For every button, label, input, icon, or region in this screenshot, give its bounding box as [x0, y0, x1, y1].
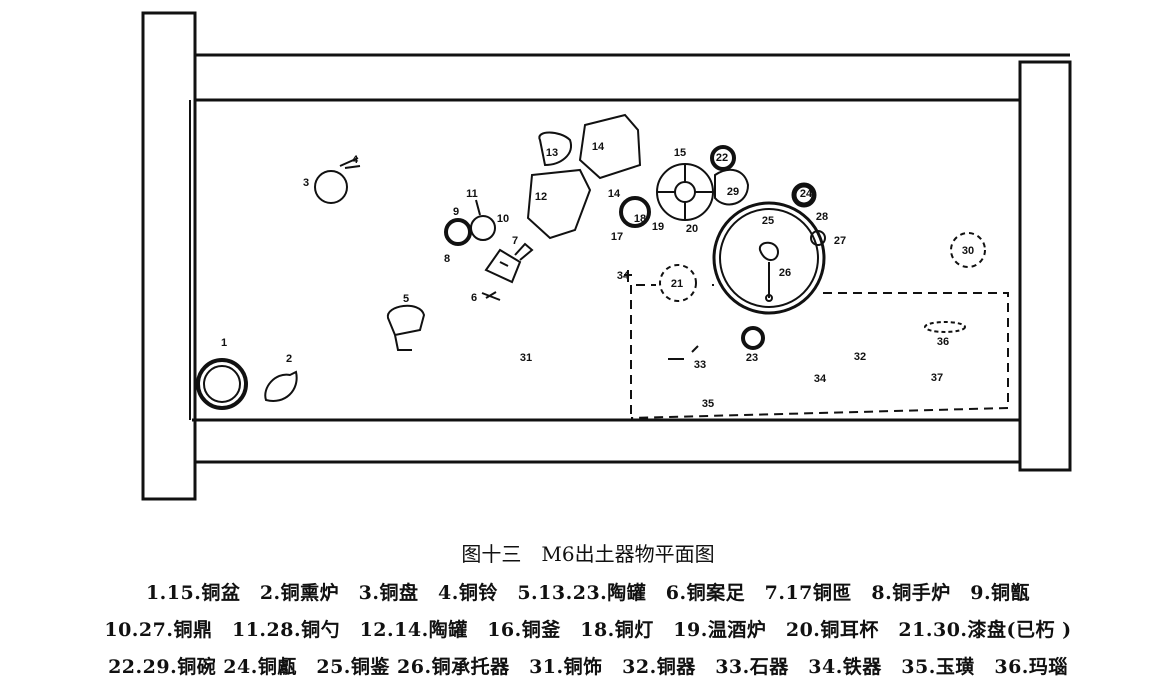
artifact-label: 34 [617, 270, 630, 282]
artifact-label: 25 [762, 215, 774, 227]
artifact-label: 6 [471, 292, 477, 304]
artifact-label: 9 [453, 206, 459, 218]
right-post [1018, 60, 1072, 472]
artifact-label: 14 [608, 188, 621, 200]
artifact-label: 20 [686, 223, 698, 235]
artifact-label: 37 [931, 372, 943, 384]
legend-line-3: 22.29.铜碗 24.铜甗 25.铜鉴 26.铜承托器 31.铜饰 32.铜器… [108, 656, 1068, 678]
artifact-label: 4 [352, 154, 359, 166]
artifact-label: 18 [634, 213, 646, 225]
artifact-label: 29 [727, 186, 739, 198]
artifact-label: 26 [779, 267, 791, 279]
artifact-label: 21 [671, 278, 683, 290]
artifact-label: 27 [834, 235, 846, 247]
artifact-label: 23 [746, 352, 758, 364]
artifact-label: 5 [403, 293, 409, 305]
artifact-label: 10 [497, 213, 509, 225]
artifact-label: 1 [221, 337, 227, 349]
legend-line-2: 10.27.铜鼎 11.28.铜勺 12.14.陶罐 16.铜釜 18.铜灯 1… [104, 619, 1072, 641]
artifact-label: 17 [611, 231, 623, 243]
artifact-label: 31 [520, 352, 532, 364]
artifact-label: 13 [546, 147, 558, 159]
artifact-label: 12 [535, 191, 547, 203]
artifact-label: 11 [466, 188, 478, 200]
artifact-label: 36 [937, 336, 949, 348]
artifact-label: 28 [816, 211, 828, 223]
artifact-label: 22 [716, 152, 728, 164]
artifact-label: 8 [444, 253, 450, 265]
artifact-label: 35 [702, 398, 714, 410]
artifact-label: 3 [303, 177, 309, 189]
artifact-label: 14 [592, 141, 605, 153]
artifact-label: 34 [814, 373, 827, 385]
bottom-beam [192, 418, 1020, 464]
artifact-label: 32 [854, 351, 866, 363]
left-post [141, 11, 197, 501]
top-beam [195, 53, 1070, 102]
artifacts [196, 113, 1009, 419]
artifact-label: 24 [800, 188, 813, 200]
figure-title: 图十三 M6出土器物平面图 [461, 542, 715, 566]
artifact-label: 2 [286, 353, 292, 365]
artifact-label: 7 [512, 235, 518, 247]
legend-line-1: 1.15.铜盆 2.铜熏炉 3.铜盘 4.铜铃 5.13.23.陶罐 6.铜案足… [145, 582, 1031, 604]
artifact-label: 19 [652, 221, 664, 233]
artifact-label: 30 [962, 245, 974, 257]
artifact-label: 33 [694, 359, 706, 371]
artifact-label: 15 [674, 147, 686, 159]
